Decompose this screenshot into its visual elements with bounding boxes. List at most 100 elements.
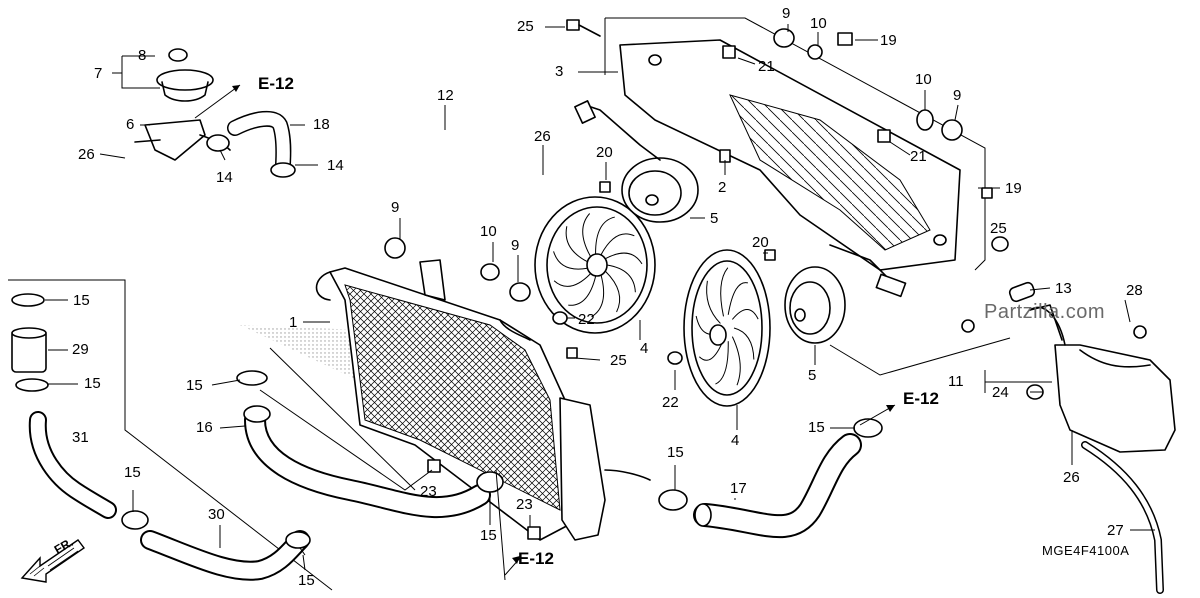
callout-1: 1: [289, 314, 298, 331]
callout-26-left: 26: [78, 146, 95, 163]
callout-27: 27: [1107, 522, 1124, 539]
fan-blade: [731, 308, 759, 320]
callout-26-mid: 26: [534, 128, 551, 145]
small-fasteners: [384, 19, 1147, 540]
shroud-leader-box: [604, 17, 986, 271]
callout-8: 8: [138, 47, 147, 64]
fan-2: [683, 249, 771, 407]
diagram-code: MGE4F4100A: [1042, 543, 1130, 558]
callout-26-right: 26: [1063, 469, 1080, 486]
fan-blade: [733, 327, 755, 360]
hose-31: [28, 411, 117, 519]
fan-blade: [595, 216, 615, 254]
callout-2: 2: [718, 179, 727, 196]
hose-clamps: [11, 134, 883, 549]
callout-25-top: 25: [517, 18, 534, 35]
callout-4-bottom: 4: [731, 432, 740, 449]
callout-15-b: 15: [84, 375, 101, 392]
leader-lines: [45, 24, 1155, 581]
callout-25-mid: 25: [610, 352, 627, 369]
fan-blade: [720, 267, 729, 317]
callout-15-f: 15: [480, 527, 497, 544]
callout-17: 17: [730, 480, 747, 497]
fan-motor-2: [784, 244, 907, 344]
callout-28: 28: [1126, 282, 1143, 299]
fan-1: [534, 196, 656, 334]
fan-blade: [591, 275, 605, 318]
radiator-core: [315, 259, 579, 541]
callout-23-left: 23: [420, 483, 437, 500]
fan-blade: [553, 273, 591, 287]
ref-e12-bottom: E-12: [518, 549, 554, 568]
callout-9-right: 9: [953, 87, 962, 104]
callout-10-top: 10: [810, 15, 827, 32]
fan-blade: [606, 264, 636, 293]
callout-19-right: 19: [1005, 180, 1022, 197]
callout-15-h: 15: [808, 419, 825, 436]
callout-6: 6: [126, 116, 135, 133]
hose-17: [693, 433, 862, 539]
callout-22-mid: 22: [578, 311, 595, 328]
sleeve-29: [11, 327, 47, 373]
reserve-tank: [1029, 304, 1176, 453]
reference-arrows: [194, 84, 896, 576]
callout-14-right: 14: [327, 157, 344, 174]
callout-10-mid: 10: [480, 223, 497, 240]
fan-blade: [553, 251, 588, 270]
callout-3: 3: [555, 63, 564, 80]
callout-15-g: 15: [667, 444, 684, 461]
callout-5-bottom: 5: [808, 367, 817, 384]
fan-blade: [565, 226, 588, 263]
fan-blade: [706, 280, 721, 324]
hose-18: [227, 110, 292, 173]
callout-15-a: 15: [73, 292, 90, 309]
ref-e12-right: E-12: [903, 389, 939, 408]
callout-12: 12: [437, 87, 454, 104]
callout-30: 30: [208, 506, 225, 523]
radiator-tank-right: [559, 397, 651, 541]
callout-23-right: 23: [516, 496, 533, 513]
fan-blade: [727, 282, 748, 315]
radiator-cap-assembly: [134, 48, 231, 161]
callout-11: 11: [948, 373, 964, 390]
fan-blade: [605, 252, 643, 265]
callout-31: 31: [72, 429, 89, 446]
fan-blade: [715, 341, 729, 385]
callout-9-mid: 9: [511, 237, 520, 254]
fan-blade: [731, 336, 741, 386]
callout-15-c: 15: [124, 464, 141, 481]
callout-9-top: 9: [782, 5, 791, 22]
callout-22-bottom: 22: [662, 394, 679, 411]
fan-blade: [582, 213, 591, 257]
callout-20-top: 20: [596, 144, 613, 161]
callout-20-mid: 20: [752, 234, 769, 251]
hose-16: [243, 405, 491, 519]
callout-18: 18: [313, 116, 330, 133]
callout-21-right: 21: [910, 148, 927, 165]
callout-4-left: 4: [640, 340, 649, 357]
callout-13: 13: [1055, 280, 1072, 297]
callout-9-left: 9: [391, 199, 400, 216]
callout-7: 7: [94, 65, 103, 82]
callout-21-top: 21: [758, 58, 775, 75]
front-direction-arrow: [20, 539, 85, 583]
group-bracket-left: [8, 279, 416, 591]
fan-shroud: [619, 39, 961, 271]
callout-10-right: 10: [915, 71, 932, 88]
callout-5-top: 5: [710, 210, 719, 227]
fan-motor-1: [574, 100, 699, 223]
callout-15-d: 15: [298, 572, 315, 589]
callout-19-top: 19: [880, 32, 897, 49]
reserve-tank-leader: [829, 337, 1011, 376]
callout-14-left: 14: [216, 169, 233, 186]
hose-12: [88, 128, 543, 248]
callout-25-right: 25: [990, 220, 1007, 237]
hose-30: [140, 530, 310, 581]
fan-blade: [568, 276, 597, 306]
callout-16: 16: [196, 419, 213, 436]
tube-27: [1081, 441, 1164, 594]
fan-blade: [605, 270, 621, 313]
callout-29: 29: [72, 341, 89, 358]
